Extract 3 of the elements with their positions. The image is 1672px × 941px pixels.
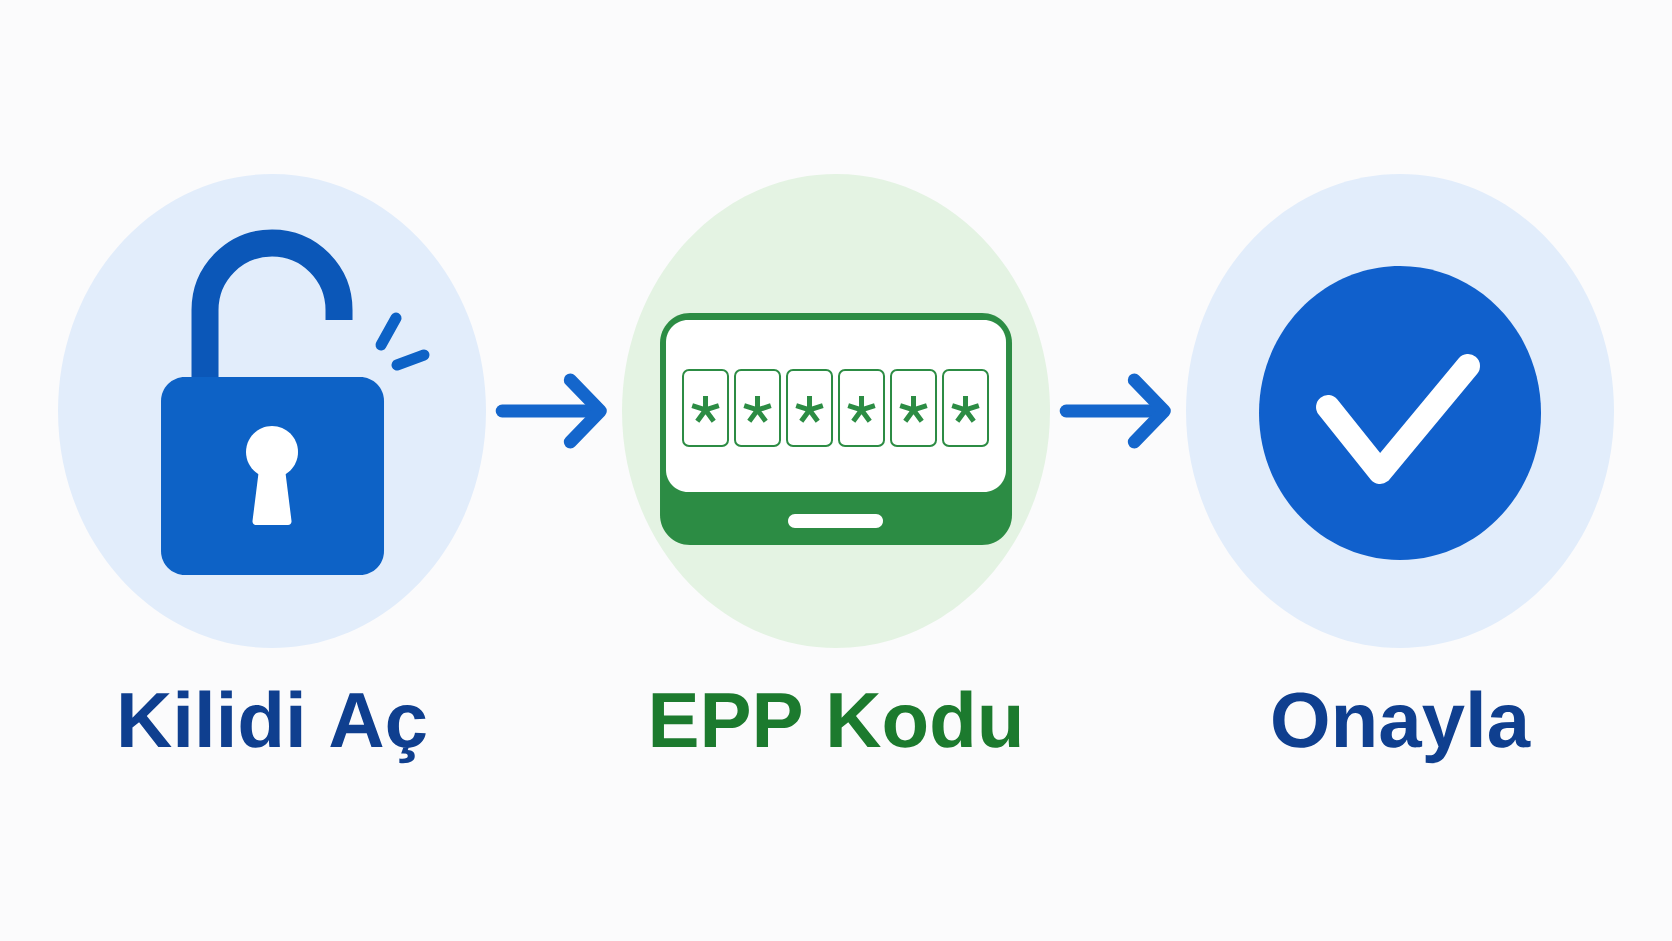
step-label: EPP Kodu <box>652 690 1020 748</box>
step-label: Onayla <box>1273 690 1531 764</box>
step-label: Kilidi Aç <box>121 690 426 764</box>
